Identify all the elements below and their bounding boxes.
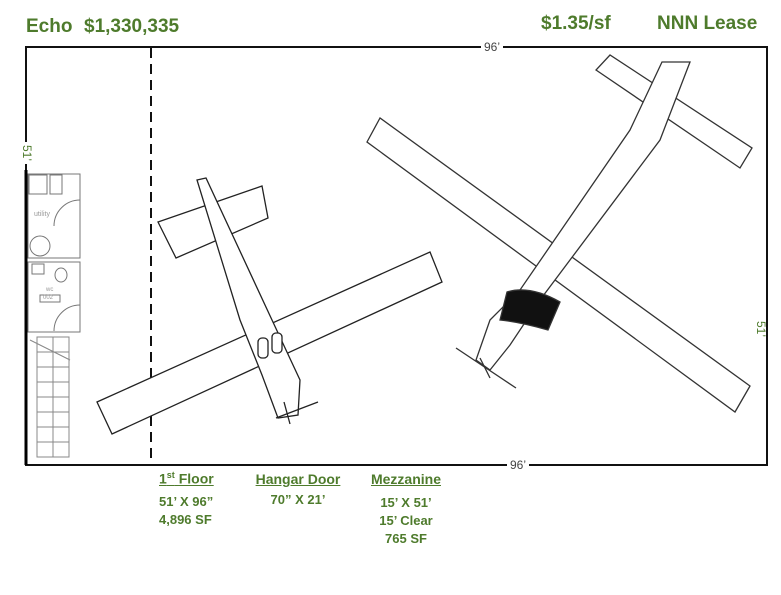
property-name: Echo	[26, 16, 73, 37]
left-dimension: 51’	[20, 141, 35, 165]
first-floor-heading: 1st Floor	[159, 470, 214, 487]
price: $1,330,335	[84, 16, 180, 37]
spec-hangar-door: Hangar Door 70” X 21’	[253, 471, 343, 509]
spec-first-floor: 1st Floor 51’ X 96” 4,896 SF	[159, 470, 214, 529]
top-dimension: 96’	[481, 40, 504, 54]
large-plane-illustration	[366, 54, 753, 413]
first-floor-area: 4,896 SF	[159, 511, 212, 527]
lease-rate: $1.35/sf	[541, 13, 611, 34]
first-floor-dimensions: 51’ X 96”	[159, 493, 214, 509]
mezzanine-heading: Mezzanine	[370, 471, 441, 487]
hangar-door-dimensions: 70” X 21’	[270, 492, 326, 507]
mezzanine-dimensions: 15’ X 51’	[380, 495, 432, 510]
small-plane-illustration	[96, 177, 443, 435]
utility-room	[27, 173, 81, 259]
wc-number: 002	[43, 295, 54, 301]
mezzanine-area: 765 SF	[385, 531, 427, 546]
mezzanine-clear-height: 15’ Clear	[379, 513, 433, 528]
right-dimension: 51’	[754, 320, 769, 338]
spec-mezzanine: Mezzanine 15’ X 51’ 15’ Clear 765 SF	[366, 471, 446, 548]
stairs	[29, 336, 71, 458]
wc-label: wc	[46, 287, 54, 293]
wc-room	[27, 261, 81, 333]
utility-label: utility	[34, 211, 50, 218]
lease-type: NNN Lease	[657, 13, 758, 34]
bottom-dimension: 96’	[507, 458, 530, 472]
hangar-door-heading: Hangar Door	[255, 471, 341, 487]
